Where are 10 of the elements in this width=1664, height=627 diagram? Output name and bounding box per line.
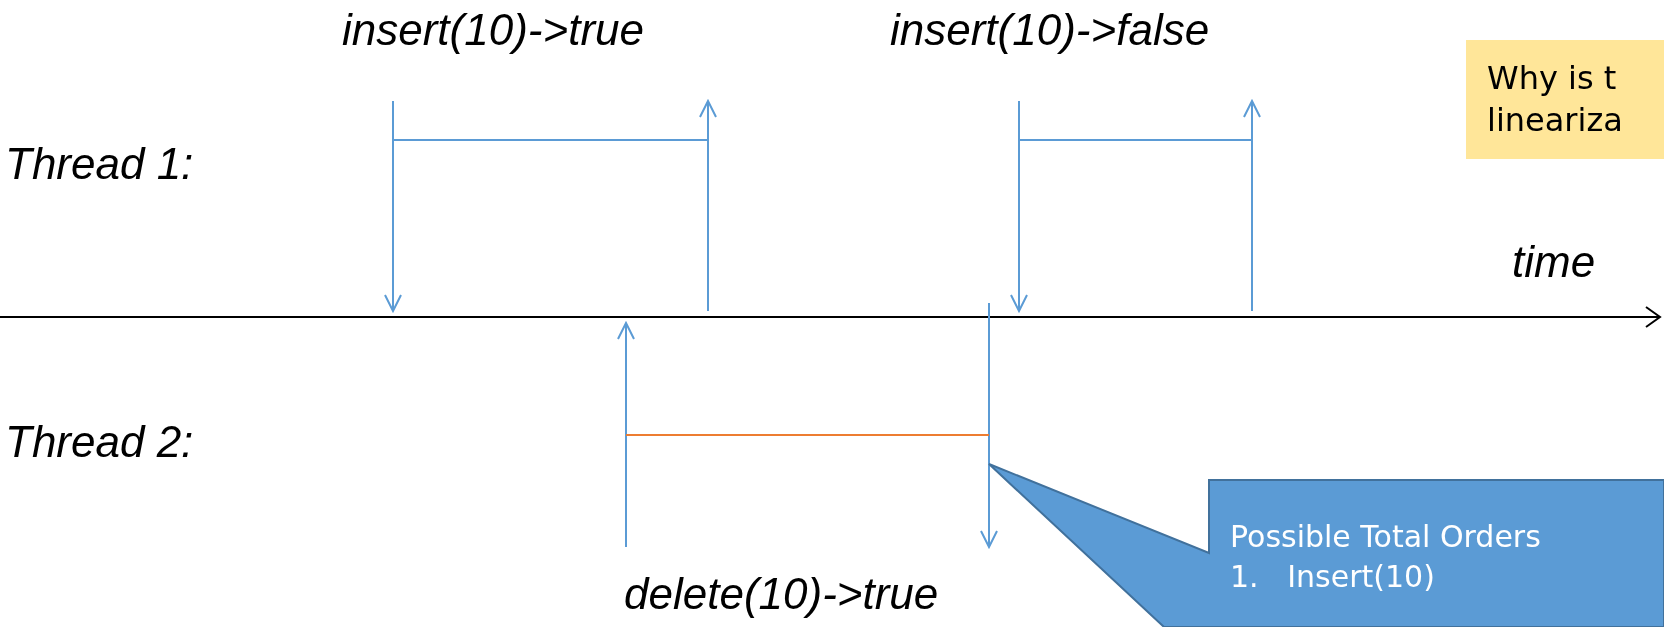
text-label: Thread 1: [5,140,194,189]
text-label: insert(10)->true [342,6,644,55]
note-box [1466,40,1664,159]
text-label: insert(10)->false [890,6,1210,55]
callout-text: Possible Total Orders [1230,520,1541,555]
axis-label: time [1512,238,1596,287]
text-label: delete(10)->true [624,570,939,619]
callout-text: 1. Insert(10) [1230,560,1435,595]
text-label: Thread 2: [5,418,194,467]
note-text: Why is t lineariza [1487,58,1624,141]
